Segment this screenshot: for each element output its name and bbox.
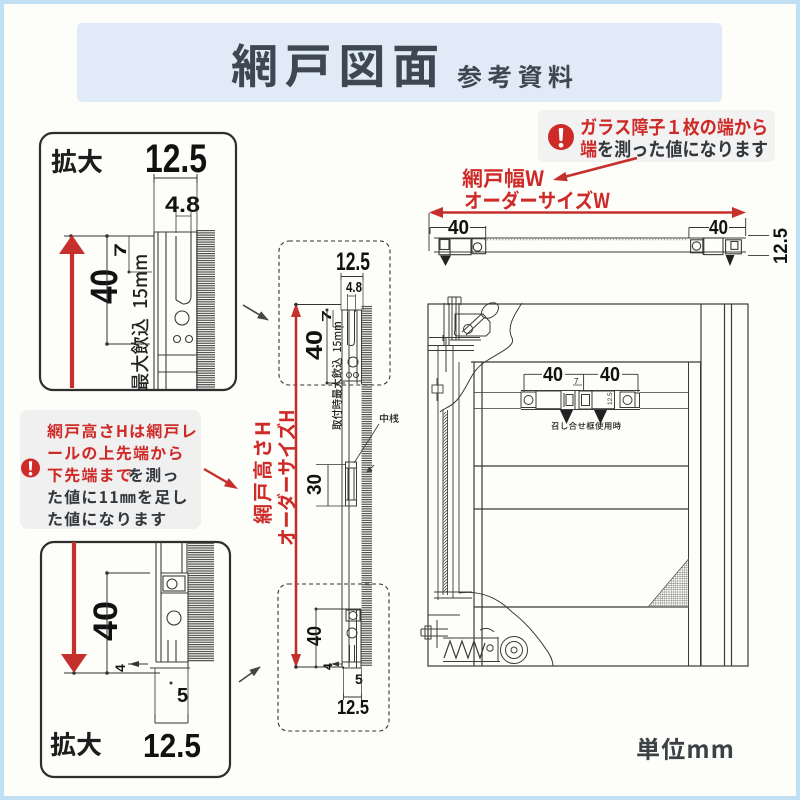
svg-text:40: 40 xyxy=(84,269,126,304)
svg-text:40: 40 xyxy=(709,217,728,239)
svg-text:7: 7 xyxy=(574,377,579,386)
svg-text:12.5: 12.5 xyxy=(336,248,370,276)
svg-text:4.8: 4.8 xyxy=(165,192,200,217)
svg-text:12.5: 12.5 xyxy=(145,137,207,181)
svg-text:12.5: 12.5 xyxy=(607,392,614,405)
svg-text:5: 5 xyxy=(355,671,363,687)
svg-text:12.5: 12.5 xyxy=(771,228,792,264)
svg-text:40: 40 xyxy=(87,601,125,641)
svg-text:4: 4 xyxy=(321,663,335,670)
svg-text:7: 7 xyxy=(111,243,130,257)
svg-text:30: 30 xyxy=(304,474,326,495)
svg-text:4.8: 4.8 xyxy=(346,279,362,296)
svg-text:40: 40 xyxy=(448,217,469,239)
svg-text:40: 40 xyxy=(600,364,620,386)
svg-text:5: 5 xyxy=(177,685,188,707)
svg-text:12.5: 12.5 xyxy=(143,727,201,764)
svg-text:40: 40 xyxy=(301,330,327,360)
svg-text:40: 40 xyxy=(543,364,563,386)
svg-text:40: 40 xyxy=(304,626,326,646)
svg-text:12.5: 12.5 xyxy=(337,697,369,719)
svg-text:7: 7 xyxy=(319,310,334,322)
svg-text:4: 4 xyxy=(112,664,128,672)
